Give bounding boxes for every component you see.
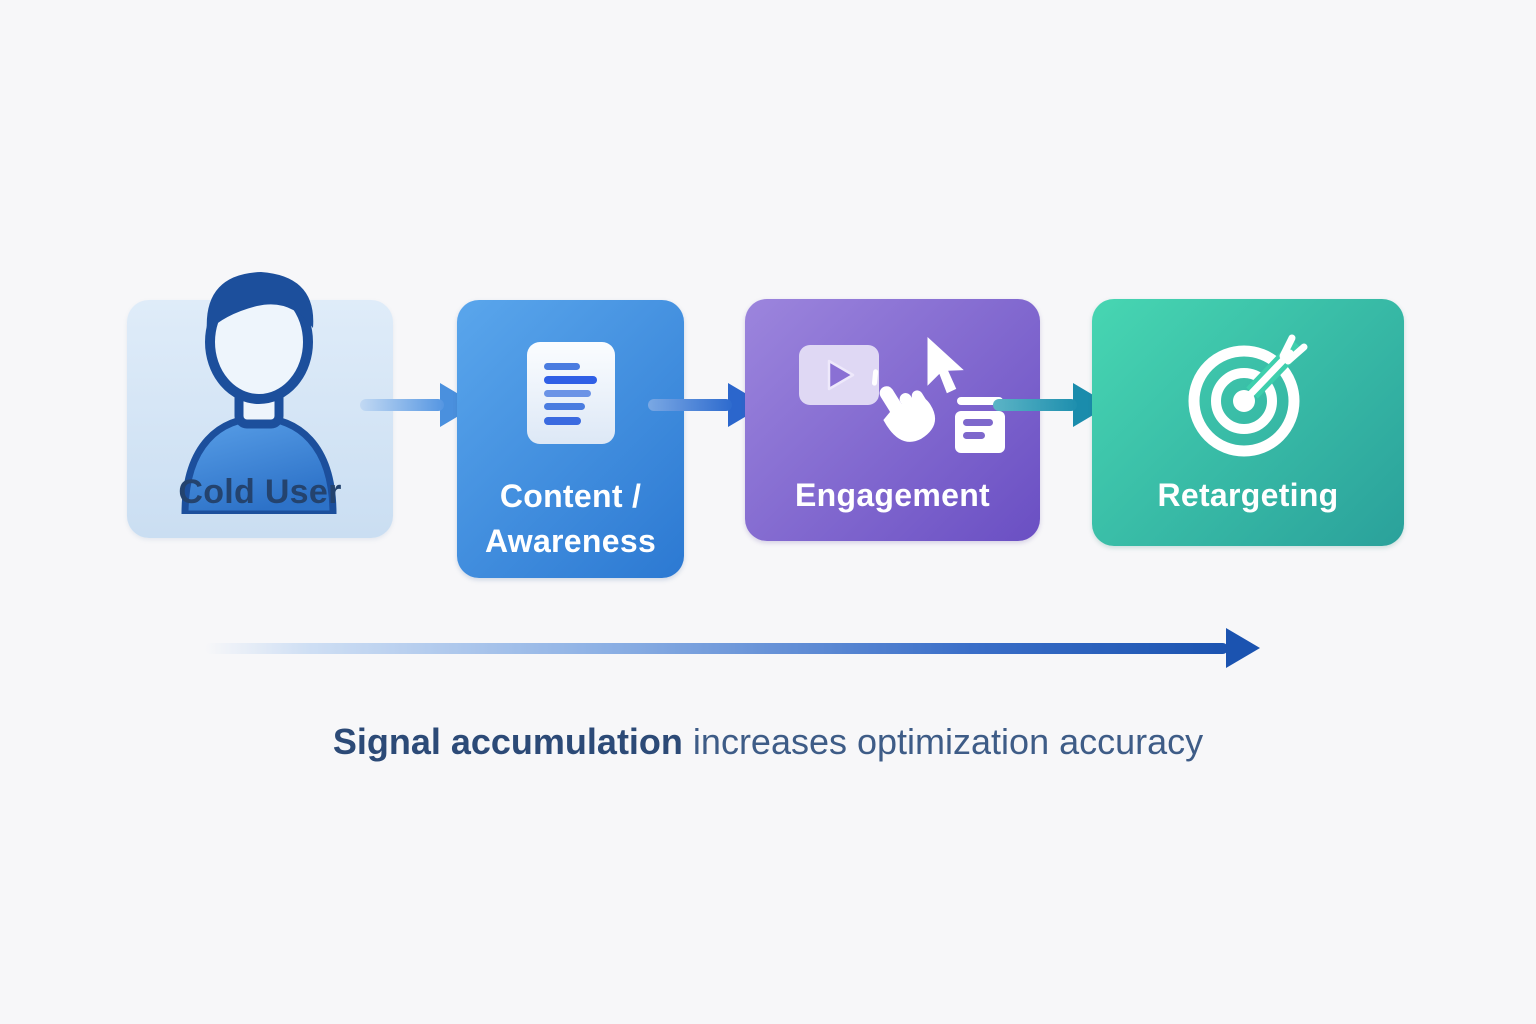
- stage-card-retargeting: Retargeting: [1092, 299, 1404, 546]
- connector-arrow-3: [993, 375, 1113, 435]
- caption-bold-text: Signal accumulation: [332, 721, 683, 762]
- stage-card-engagement: Engagement: [745, 299, 1040, 541]
- stage-card-content-awareness: Content / Awareness: [457, 300, 684, 578]
- cursor-arrow-icon: [927, 337, 964, 394]
- target-icon: [1188, 334, 1308, 457]
- stage-label-engagement: Engagement: [794, 477, 991, 513]
- stage-label-content-awareness: Content / Awareness: [457, 474, 684, 564]
- caption-regular-text: increases optimization accuracy: [682, 721, 1204, 762]
- connector-arrow-1: [360, 375, 480, 435]
- timeline-arrow: [205, 627, 1260, 669]
- stage-label-line2: Awareness: [484, 523, 657, 559]
- video-play-icon: [799, 345, 879, 405]
- tap-hand-icon: [871, 369, 936, 442]
- stage-label-retargeting: Retargeting: [1157, 477, 1339, 513]
- stage-label-line1: Content /: [499, 478, 642, 514]
- caption: Signal accumulation increases optimizati…: [0, 721, 1536, 763]
- timeline-arrow-shaft: [205, 643, 1228, 654]
- engagement-icons: [799, 337, 1005, 453]
- article-icon: [955, 397, 1005, 453]
- stage-card-cold-user: Cold User: [127, 272, 393, 538]
- timeline-arrow-head: [1226, 628, 1260, 668]
- stage-label-cold-user: Cold User: [178, 473, 342, 511]
- user-icon: [181, 272, 337, 514]
- document-icon: [527, 342, 615, 444]
